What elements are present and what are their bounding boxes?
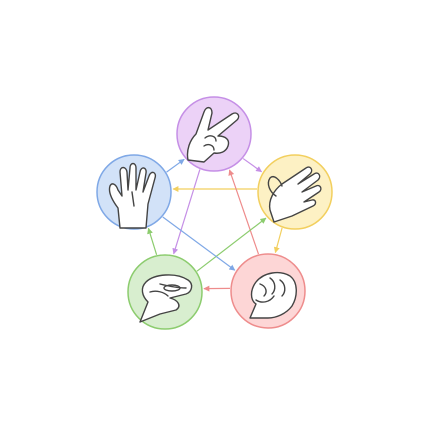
arrow-lizard-beats-spock <box>147 227 158 255</box>
scissors-hand-icon <box>186 106 240 163</box>
gesture-node-spock <box>96 154 172 230</box>
gesture-node-lizard <box>127 254 203 330</box>
arrow-scissors-beats-paper <box>242 158 263 173</box>
gesture-node-scissors <box>176 96 252 172</box>
gesture-node-paper <box>257 154 333 230</box>
rock-fist-icon <box>249 271 297 319</box>
paper-hand-icon <box>267 166 322 223</box>
gesture-node-rock <box>230 253 306 329</box>
arrow-rock-beats-scissors <box>228 169 260 255</box>
lizard-hand-icon <box>139 274 193 323</box>
spock-vulcan-hand-icon <box>108 162 157 229</box>
arrow-spock-beats-scissors <box>166 158 185 173</box>
relation-arrows <box>147 158 283 292</box>
arrow-lizard-beats-paper <box>196 217 267 272</box>
arrow-scissors-beats-lizard <box>172 169 201 255</box>
arrow-paper-beats-rock <box>273 227 283 254</box>
arrow-spock-beats-rock <box>162 216 236 271</box>
